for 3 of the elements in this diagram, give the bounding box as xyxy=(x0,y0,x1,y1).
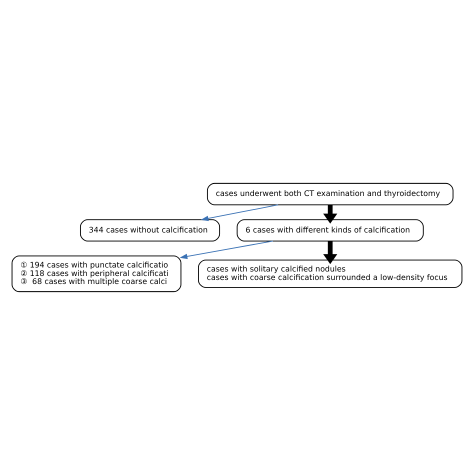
arrow xyxy=(180,240,274,259)
arrow xyxy=(323,240,338,264)
arrow xyxy=(323,204,338,224)
